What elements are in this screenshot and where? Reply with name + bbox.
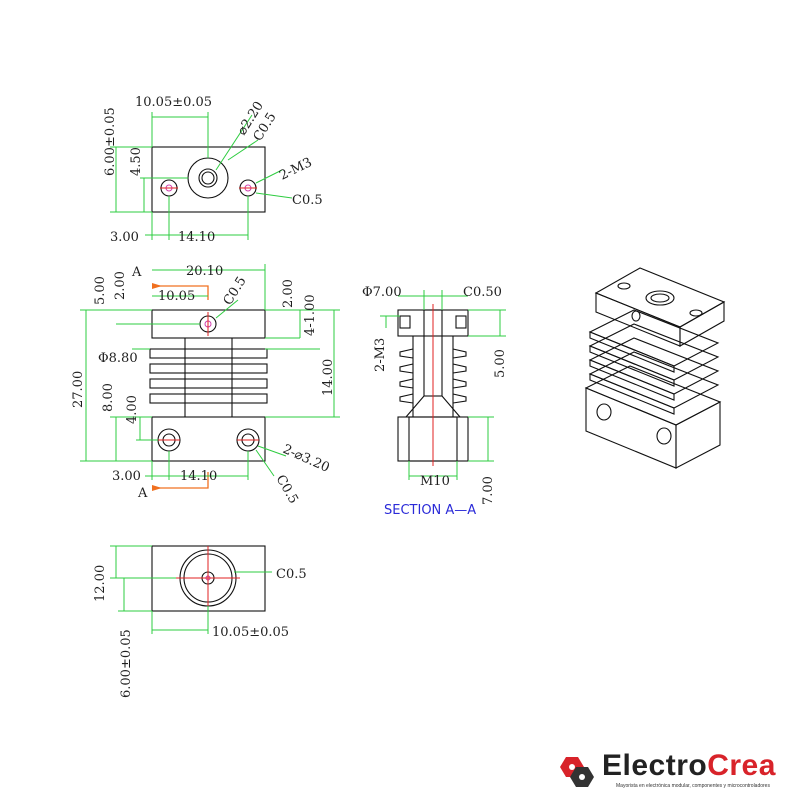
front-dim-gap: 2.00 [281,279,296,308]
brand-logo-block: ElectroCrea Mayorista en electrónica mod… [554,749,794,793]
front-dim-total-height: 27.00 [71,371,86,408]
top-dim-height: 6.00±0.05 [103,107,118,176]
iso-top-face [594,267,726,328]
top-view: 10.05±0.05 6.00±0.05 4.50 3.00 14.10 ⌀2.… [103,95,323,245]
section-dim-m10: M10 [420,474,450,489]
top-view-center-hole [201,171,215,185]
front-callout-chamfer-bottom: C0.5 [273,473,301,507]
top-view-center-bore [198,168,218,188]
front-fin-3 [149,378,268,389]
section-dim-chamfer: C0.50 [463,285,502,300]
brand-name: ElectroCrea [602,749,776,782]
top-callout-thread: 2-M3 [277,155,314,183]
front-dim-fins: 4-1.00 [303,294,318,336]
section-dim-thread: 2-M3 [373,338,388,372]
front-dim-upper-height: 14.00 [321,359,336,396]
front-dim-width: 20.10 [186,264,223,279]
front-fin-2 [149,363,268,374]
front-fin-1 [149,348,268,359]
brand-tagline: Mayorista en electrónica modular, compon… [616,783,770,789]
front-dim-top-block: 5.00 [93,276,108,305]
section-dim-bore-diameter: Φ7.00 [362,285,402,300]
front-dim-core-diameter: Φ8.80 [98,351,138,366]
bottom-view: 12.00 10.05±0.05 6.00±0.05 C0.5 [93,545,307,698]
top-view-center-boss [187,157,229,199]
front-fin-4 [149,393,268,404]
front-callout-chamfer-top: C0.5 [221,274,250,308]
section-dim-thread-depth: 7.00 [481,476,496,505]
top-dim-width: 10.05±0.05 [135,95,212,110]
section-view: Φ7.00 C0.50 2-M3 5.00 M10 7.00 SECTION A… [362,285,508,518]
bottom-dim-width: 10.05±0.05 [212,625,289,640]
section-mark-bottom: A [137,486,148,501]
bottom-dim-center: 6.00±0.05 [119,629,134,698]
top-dim-hole-spacing: 14.10 [178,230,215,245]
section-title: SECTION A—A [384,503,476,518]
section-dim-top-height: 5.00 [493,349,508,378]
bottom-dim-height: 12.00 [93,565,108,602]
front-view: A A 20.10 10.05 5.00 2.00 2.00 4-1.00 [71,264,340,507]
top-dim-edge: 3.00 [110,230,139,245]
front-dim-mount-spacing: 14.10 [180,469,217,484]
isometric-view [584,267,726,469]
section-cut-bottom [152,472,209,489]
front-dim-bottom-block: 8.00 [101,383,116,412]
front-dim-half-width: 10.05 [158,289,195,304]
section-cut-top [152,285,209,300]
front-dim-edge: 3.00 [112,469,141,484]
front-callout-mount-holes: 2-⌀3.20 [280,442,331,476]
top-callout-chamfer-2: C0.5 [292,193,323,208]
front-dim-mount-offset: 4.00 [125,395,140,424]
front-bottom-block [151,416,266,462]
front-dim-hole-depth: 2.00 [113,271,128,300]
top-dim-hole-offset: 4.50 [129,147,144,176]
section-mark-top: A [131,265,142,280]
electrocrea-logo-icon [560,757,594,787]
bottom-callout-chamfer: C0.5 [276,567,307,582]
